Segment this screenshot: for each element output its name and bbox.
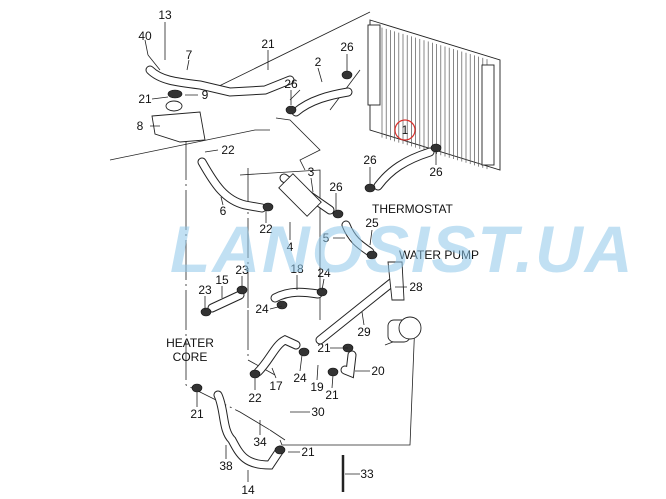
part-callout[interactable]: 23 [235,263,249,277]
part-callout[interactable]: 26 [429,165,443,179]
part-callout[interactable]: 4 [287,240,294,254]
part-callout[interactable]: 13 [158,8,172,22]
part-callout[interactable]: 14 [241,483,255,497]
part-callout[interactable]: 24 [317,266,331,280]
part-callout[interactable]: 26 [329,180,343,194]
hose-clamp [200,307,212,317]
hose-clamp [332,209,344,219]
part-callout[interactable]: 24 [255,302,269,316]
part-callout[interactable]: 26 [363,153,377,167]
hose-clamp [364,183,376,193]
part-callout[interactable]: 17 [269,379,283,393]
part-callout[interactable]: 38 [219,459,233,473]
part-callout[interactable]: 19 [310,380,324,394]
hose-clamp [298,347,310,357]
part-callout[interactable]: 30 [311,405,325,419]
part-callout[interactable]: 21 [317,341,331,355]
part-callout[interactable]: 28 [409,280,423,294]
part-callout[interactable]: 6 [220,204,227,218]
watermark: LANOSIST.UA [170,212,634,286]
hose-clamp [327,367,339,377]
part-callout[interactable]: 22 [221,143,235,157]
part-callout[interactable]: 26 [340,40,354,54]
part-callouts: 13 40 7 21 26 2 26 21 9 8 22 26 26 3 26 … [137,8,443,497]
hose-clamp [191,383,203,393]
label-heater-core-2: CORE [173,350,208,364]
label-thermostat: THERMOSTAT [372,202,454,216]
part-callout[interactable]: 20 [371,364,385,378]
part-callout[interactable]: 22 [248,391,262,405]
part-callout[interactable]: 21 [190,407,204,421]
part-callout[interactable]: 7 [186,48,193,62]
part-callout[interactable]: 21 [301,445,315,459]
part-callout[interactable]: 29 [357,325,371,339]
label-heater-core-1: HEATER [166,336,214,350]
part-callout[interactable]: 33 [360,467,374,481]
hose-clamp [262,202,274,212]
callout-part-1[interactable]: 1 [402,123,409,137]
coolant-reservoir [151,89,206,143]
label-water-pump: WATER PUMP [399,248,479,262]
highlight-circle-part-1 [394,119,416,141]
part-callout[interactable]: 26 [284,77,298,91]
part-callout[interactable]: 5 [323,231,330,245]
hose-clamp [276,300,288,310]
hose-clamp [285,105,297,115]
hose-clamp [274,445,286,455]
hose-clamp [249,369,261,379]
part-callout[interactable]: 15 [215,273,229,287]
part-callout[interactable]: 34 [253,435,267,449]
part-callout[interactable]: 22 [259,222,273,236]
part-callout[interactable]: 18 [290,262,304,276]
part-callout[interactable]: 21 [261,37,275,51]
part-callout[interactable]: 21 [325,388,339,402]
part-callout[interactable]: 40 [138,29,152,43]
part-callout[interactable]: 25 [365,216,379,230]
part-callout[interactable]: 23 [198,283,212,297]
clamps [191,70,442,455]
part-callout[interactable]: 9 [202,88,209,102]
hose-clamp [341,70,353,80]
part-callout[interactable]: 3 [308,165,315,179]
part-callout[interactable]: 24 [293,371,307,385]
hose-clamp [366,250,378,260]
part-callout[interactable]: 8 [137,119,144,133]
part-callout[interactable]: 2 [315,55,322,69]
radiator [367,19,501,171]
part-callout[interactable]: 21 [138,92,152,106]
